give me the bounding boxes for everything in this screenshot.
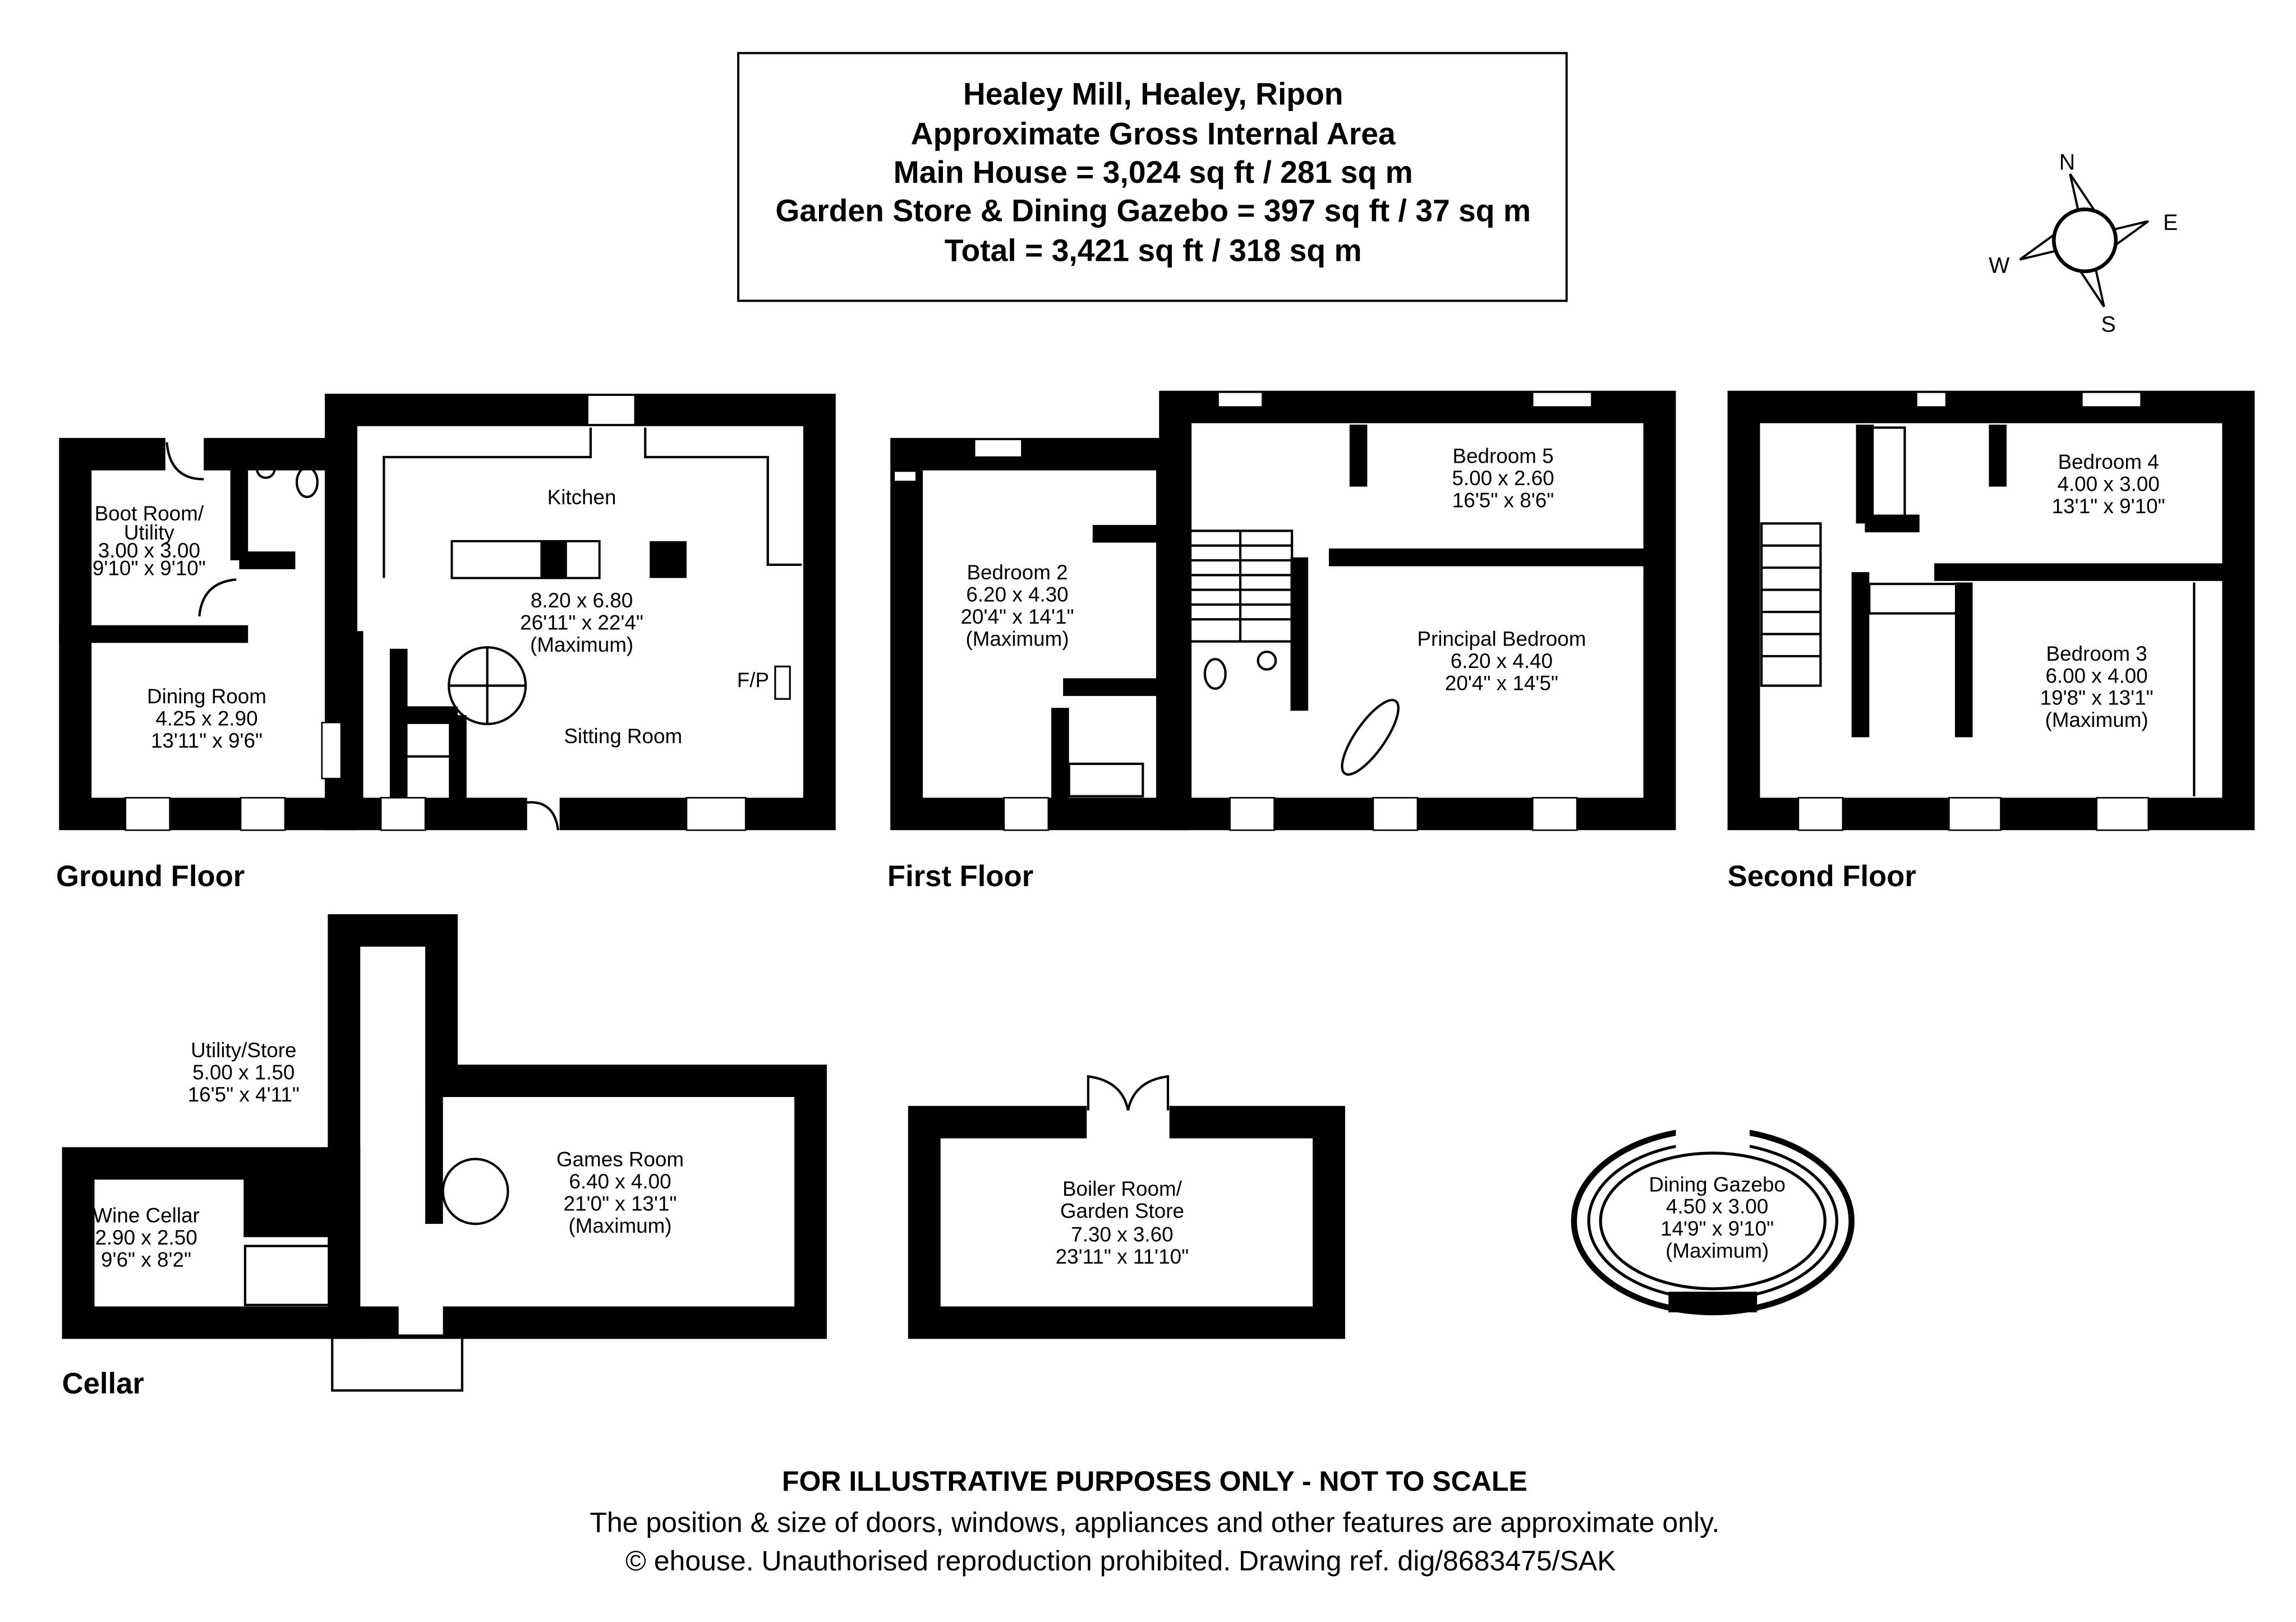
room-games-room: Games Room 6.40 x 4.00 21'0" x 13'1" (Ma…	[556, 1148, 684, 1237]
room-metric: 5.00 x 2.60	[1452, 467, 1554, 490]
room-name: Games Room	[556, 1148, 684, 1171]
room-imperial: 13'1" x 9'10"	[2052, 495, 2165, 518]
room-dining-room: Dining Room 4.25 x 2.90 13'11" x 9'6"	[147, 685, 266, 752]
room-name: Dining Gazebo	[1649, 1173, 1786, 1196]
room-metric: 4.50 x 3.00	[1666, 1195, 1768, 1218]
room-bedroom-2: Bedroom 2 6.20 x 4.30 20'4" x 14'1" (Max…	[961, 561, 1074, 650]
ground-floor-plan: Boot Room/ Utility 3.00 x 3.00 9'10" x 9…	[56, 393, 836, 893]
room-kitchen: Kitchen 8.20 x 6.80 26'11" x 22'4" (Maxi…	[520, 486, 643, 656]
room-metric: 8.20 x 6.80	[531, 589, 633, 612]
room-imperial: 23'11" x 11'10"	[1056, 1245, 1189, 1268]
room-metric: 7.30 x 3.60	[1071, 1223, 1173, 1246]
room-note: (Maximum)	[2045, 708, 2148, 731]
room-wine-cellar: Wine Cellar 2.90 x 2.50 9'6" x 8'2"	[93, 1204, 199, 1271]
room-name: Bedroom 4	[2058, 450, 2159, 473]
room-imperial: 26'11" x 22'4"	[520, 611, 643, 634]
room-name: Principal Bedroom	[1417, 628, 1586, 651]
room-imperial: 19'8" x 13'1"	[2040, 686, 2154, 709]
room-imperial: 16'5" x 8'6"	[1452, 489, 1554, 512]
boiler-room-plan: Boiler Room/ Garden Store 7.30 x 3.60 23…	[908, 1075, 1345, 1339]
compass-south: S	[2101, 312, 2116, 337]
compass-north: N	[2059, 150, 2076, 174]
room-metric: 6.00 x 4.00	[2046, 664, 2148, 687]
total-area: Total = 3,421 sq ft / 318 sq m	[945, 233, 1362, 268]
footer: FOR ILLUSTRATIVE PURPOSES ONLY - NOT TO …	[590, 1466, 1719, 1577]
room-metric: 4.25 x 2.90	[155, 707, 257, 730]
room-note: (Maximum)	[530, 633, 633, 656]
compass-west: W	[1989, 253, 2010, 278]
room-imperial: 13'11" x 9'6"	[151, 729, 263, 752]
room-bedroom-5: Bedroom 5 5.00 x 2.60 16'5" x 8'6"	[1452, 445, 1554, 512]
room-name: Bedroom 2	[967, 561, 1068, 584]
room-dining-gazebo: Dining Gazebo 4.50 x 3.00 14'9" x 9'10" …	[1649, 1173, 1786, 1262]
disclaimer: FOR ILLUSTRATIVE PURPOSES ONLY - NOT TO …	[782, 1466, 1527, 1497]
room-note: (Maximum)	[965, 628, 1069, 651]
room-imperial: 9'6" x 8'2"	[101, 1248, 191, 1271]
property-title: Healey Mill, Healey, Ripon	[963, 77, 1343, 112]
approximation-note: The position & size of doors, windows, a…	[590, 1507, 1719, 1538]
room-imperial: 20'4" x 14'5"	[1445, 671, 1558, 694]
room-name: Utility	[124, 521, 175, 544]
second-floor-label: Second Floor	[1728, 860, 1916, 893]
room-metric: 6.20 x 4.30	[966, 583, 1068, 606]
compass-icon: N E S W	[1989, 150, 2178, 337]
room-bedroom-4: Bedroom 4 4.00 x 3.00 13'1" x 9'10"	[2052, 450, 2165, 518]
room-name: Boiler Room/	[1062, 1177, 1182, 1200]
copyright: © ehouse. Unauthorised reproduction proh…	[625, 1545, 1616, 1577]
room-note: (Maximum)	[1665, 1239, 1769, 1262]
room-name: Boot Room/	[95, 502, 204, 525]
fireplace-label: F/P	[737, 669, 769, 692]
room-name: Garden Store	[1060, 1200, 1184, 1223]
room-imperial: 20'4" x 14'1"	[961, 605, 1074, 628]
room-metric: 3.00 x 3.00	[98, 539, 200, 562]
second-floor-plan: Bedroom 4 4.00 x 3.00 13'1" x 9'10" Bedr…	[1727, 390, 2255, 893]
cellar-label: Cellar	[62, 1367, 144, 1400]
room-principal-bedroom: Principal Bedroom 6.20 x 4.40 20'4" x 14…	[1417, 628, 1586, 695]
room-name: Wine Cellar	[93, 1204, 199, 1227]
first-floor-label: First Floor	[887, 860, 1033, 893]
gazebo-plan: Dining Gazebo 4.50 x 3.00 14'9" x 9'10" …	[1571, 1121, 1855, 1316]
room-bedroom-3: Bedroom 3 6.00 x 4.00 19'8" x 13'1" (Max…	[2040, 642, 2154, 731]
room-boiler-room: Boiler Room/ Garden Store 7.30 x 3.60 23…	[1056, 1177, 1189, 1268]
room-name: Bedroom 5	[1452, 445, 1553, 468]
room-boot-room: Boot Room/ Utility 3.00 x 3.00 9'10" x 9…	[93, 502, 206, 579]
room-utility-store: Utility/Store 5.00 x 1.50 16'5" x 4'11"	[188, 1039, 300, 1106]
ground-floor-label: Ground Floor	[56, 860, 245, 893]
room-sitting-room: Sitting Room	[564, 725, 682, 748]
area-summary-box: Healey Mill, Healey, Ripon Approximate G…	[737, 52, 1568, 302]
main-house-area: Main House = 3,024 sq ft / 281 sq m	[894, 155, 1413, 190]
room-name: Kitchen	[547, 486, 616, 509]
room-name: Dining Room	[147, 685, 266, 708]
room-imperial: 16'5" x 4'11"	[188, 1083, 300, 1106]
room-metric: 6.40 x 4.00	[569, 1170, 671, 1193]
cellar-plan: Utility/Store 5.00 x 1.50 16'5" x 4'11" …	[62, 914, 827, 1400]
first-floor-plan: Bedroom 2 6.20 x 4.30 20'4" x 14'1" (Max…	[887, 390, 1676, 893]
area-subtitle: Approximate Gross Internal Area	[911, 117, 1396, 151]
room-metric: 6.20 x 4.40	[1451, 649, 1553, 672]
room-metric: 5.00 x 1.50	[192, 1061, 295, 1084]
room-metric: 4.00 x 3.00	[2058, 473, 2160, 496]
room-metric: 2.90 x 2.50	[95, 1226, 197, 1249]
room-name: Bedroom 3	[2046, 642, 2147, 665]
room-imperial: 14'9" x 9'10"	[1660, 1217, 1774, 1240]
room-note: (Maximum)	[568, 1214, 671, 1237]
room-name: Utility/Store	[191, 1039, 296, 1062]
room-imperial: 21'0" x 13'1"	[563, 1192, 677, 1215]
compass-east: E	[2163, 210, 2178, 235]
room-imperial: 9'10" x 9'10"	[93, 556, 206, 579]
outbuildings-area: Garden Store & Dining Gazebo = 397 sq ft…	[775, 193, 1531, 228]
